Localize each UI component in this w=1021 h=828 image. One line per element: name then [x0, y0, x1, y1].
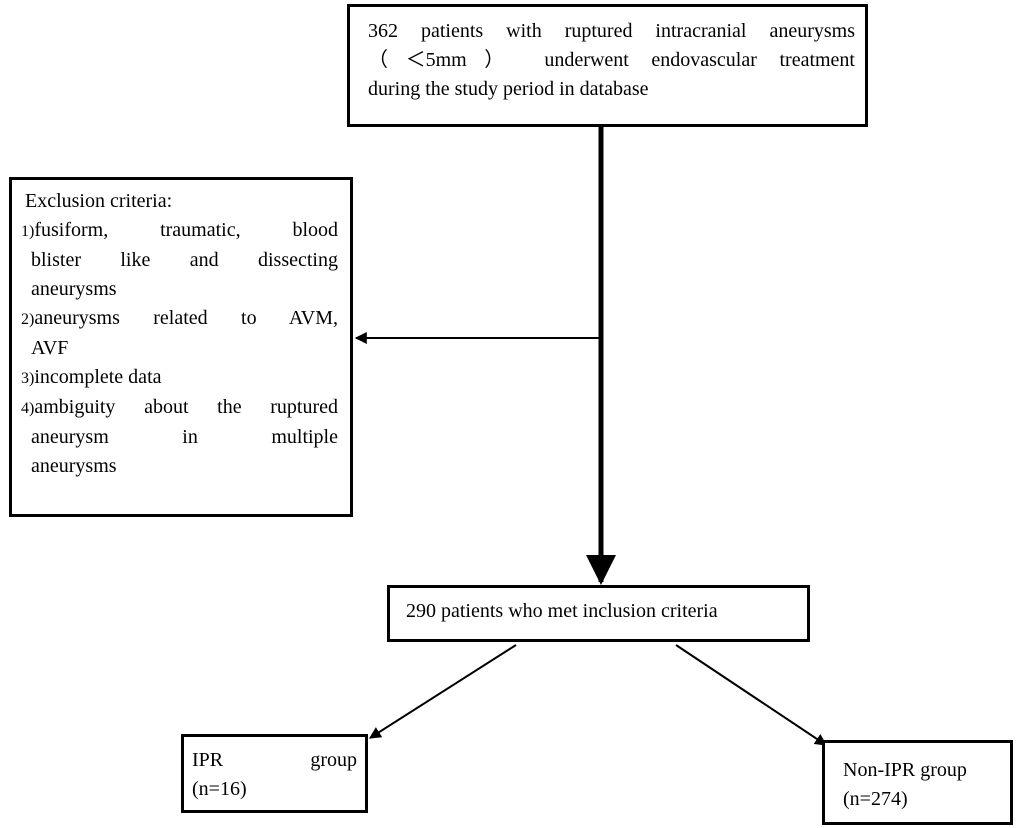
enrolled-line-2: （＜5mm） underwent endovascular treatment [368, 49, 855, 71]
exclusion-heading: Exclusion criteria: [25, 190, 173, 212]
ipr-arrow [368, 644, 517, 739]
enrolled-line-1: 362 patients with ruptured intracranial … [368, 20, 855, 42]
ipr-group-count: (n=16) [192, 778, 247, 800]
non-ipr-arrow [675, 644, 827, 746]
ipr-group-box: IPR group (n=16) [181, 734, 368, 813]
exclusion-item-4-line-3: aneurysms [31, 455, 117, 477]
ipr-group-label: IPR group [192, 749, 357, 771]
exclusion-item-2-index: 2) [21, 311, 35, 328]
exclusion-item-3-index: 3) [21, 370, 35, 387]
non-ipr-group-count: (n=274) [843, 788, 908, 810]
exclusion-item-4-text-1: ambiguity about the ruptured [34, 396, 338, 418]
exclusion-item-4-index: 4) [21, 400, 35, 417]
exclusion-item-1-line-1: 1)fusiform, traumatic, blood [21, 216, 338, 246]
exclusion-item-1-line-3: aneurysms [31, 278, 117, 300]
exclusion-item-4-line-2: aneurysm in multiple [31, 426, 338, 448]
exclusion-item-1-line-2: blister like and dissecting [31, 249, 338, 271]
exclusion-item-2-text-1: aneurysms related to AVM, [34, 307, 338, 329]
exclusion-item-2-line-1: 2)aneurysms related to AVM, [21, 304, 338, 334]
enrolled-line-3: during the study period in database [368, 78, 649, 100]
inclusion-text: 290 patients who met inclusion criteria [406, 600, 718, 622]
non-ipr-group-label: Non-IPR group [843, 759, 967, 781]
non-ipr-group-box: Non-IPR group (n=274) [822, 740, 1013, 825]
exclusion-item-3-text-1: incomplete data [34, 366, 162, 388]
exclusion-item-4-line-1: 4)ambiguity about the ruptured [21, 393, 338, 423]
exclusion-item-3-line-1: 3)incomplete data [21, 363, 338, 393]
exclusion-item-1-text-1: fusiform, traumatic, blood [34, 219, 338, 241]
enrolled-patients-box: 362 patients with ruptured intracranial … [347, 4, 868, 127]
exclusion-item-2-line-2: AVF [31, 337, 69, 359]
inclusion-box: 290 patients who met inclusion criteria [387, 585, 810, 642]
exclusion-item-1-index: 1) [21, 223, 35, 240]
exclusion-criteria-box: Exclusion criteria: 1)fusiform, traumati… [9, 177, 353, 517]
